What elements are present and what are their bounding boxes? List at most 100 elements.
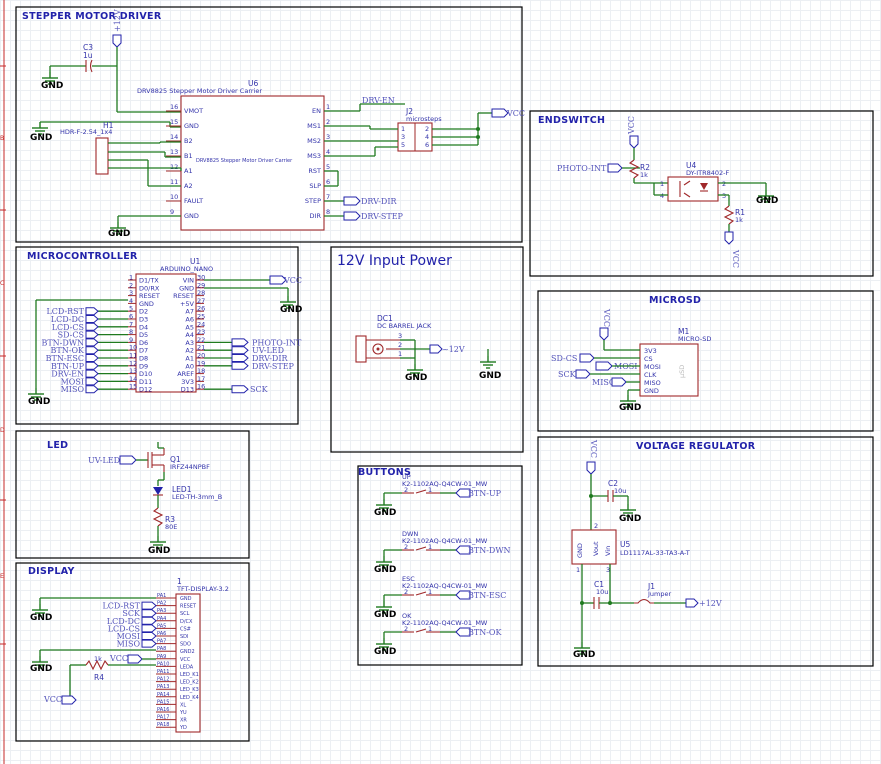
component-ref: U6: [248, 79, 258, 88]
microsd-m1[interactable]: M1 MICRO-SD 3V3 CS MOSI CLK MISO GND μSD: [639, 327, 711, 397]
led-led1[interactable]: LED1 LED-TH-3mm_B: [153, 485, 222, 501]
gnd-label: GND: [573, 650, 595, 660]
frame-voltage-regulator[interactable]: VOLTAGE REGULATOR: [537, 436, 874, 667]
pin-number: 2: [404, 486, 408, 494]
gnd-label: GND: [28, 397, 50, 407]
net-drv-step[interactable]: DRV-STEP: [324, 211, 404, 221]
net-port[interactable]: [85, 369, 99, 378]
frame-12v-input-power[interactable]: 12V Input Power: [330, 246, 524, 453]
net-port[interactable]: [141, 639, 157, 648]
header-h1[interactable]: H1 HDR-F-2.54_1x4: [60, 121, 182, 187]
pin-label: +5V: [180, 300, 195, 308]
resistor-r1[interactable]: R1 1k: [723, 205, 745, 225]
net-drv-dir[interactable]: DRV-DIR: [324, 196, 397, 206]
component-value: ARDUINO_NANO: [160, 265, 213, 273]
resistor-r4[interactable]: R4 1k: [85, 655, 109, 682]
net-port[interactable]: [85, 315, 99, 323]
capacitor-c3[interactable]: C3 1u GND: [41, 43, 117, 91]
frame-stepper-motor-driver[interactable]: STEPPER MOTOR DRIVER: [15, 6, 523, 243]
pin-label: FAULT: [184, 197, 203, 205]
frame-microcontroller[interactable]: MICROCONTROLLER: [15, 246, 299, 425]
pin-label: Vin: [604, 546, 612, 556]
frame-display[interactable]: DISPLAY: [15, 562, 250, 742]
pin-number: 18: [197, 367, 205, 375]
jumper-j1[interactable]: J1 Jumper: [634, 582, 671, 604]
net-port[interactable]: [141, 624, 157, 633]
pin-label: SCL: [180, 611, 190, 617]
microsd-wiring: VCC SD-CS MOSI SCK MISO GND: [551, 308, 641, 413]
component-ref: Q1: [170, 455, 181, 464]
net-port[interactable]: [141, 632, 157, 640]
jumper-j2[interactable]: J2 microsteps 1 3 5 2 4 6 VCC: [324, 107, 525, 157]
frame-buttons[interactable]: BUTTONS: [357, 465, 523, 666]
gnd-label: GND: [374, 647, 396, 657]
net-drv-en[interactable]: DRV-EN: [324, 96, 405, 112]
net-label: VCC: [283, 276, 302, 285]
net-port[interactable]: [85, 361, 99, 370]
net-port[interactable]: [141, 616, 157, 625]
pin-number: 14: [170, 133, 178, 141]
net-port[interactable]: [85, 330, 99, 339]
net-port[interactable]: [231, 346, 249, 355]
gnd-label: GND: [280, 305, 302, 315]
supply-label: +12V: [113, 9, 122, 32]
driver-u6[interactable]: U6 DRV8825 Stepper Motor Driver Carrier …: [137, 79, 334, 231]
net-port[interactable]: [455, 545, 471, 555]
pin-number: 8: [129, 328, 133, 336]
pin-label: GND2: [180, 649, 195, 655]
pin-label: XR: [180, 718, 187, 724]
capacitor-c1[interactable]: C1 10u: [593, 580, 608, 609]
net-port[interactable]: [85, 338, 99, 347]
frame-microsd[interactable]: MICROSD: [537, 290, 874, 432]
component-ref: U1: [190, 257, 200, 266]
barrel-jack-dc1[interactable]: DC1 DC BARREL JACK 3 2 1: [355, 314, 432, 363]
net-label: BTN-OK: [468, 628, 502, 637]
net-port[interactable]: [455, 590, 471, 600]
capacitor-c2[interactable]: C2 10u: [607, 479, 626, 502]
resistor-r2[interactable]: R2 1k: [628, 159, 650, 179]
net-port[interactable]: [85, 385, 99, 394]
net-port[interactable]: [231, 338, 249, 347]
net-port[interactable]: [85, 307, 99, 316]
net-port[interactable]: [141, 601, 157, 610]
net-port[interactable]: [141, 609, 157, 618]
pin-number: 19: [197, 359, 205, 367]
component-value: MICRO-SD: [678, 335, 711, 343]
net-port[interactable]: [85, 346, 99, 355]
photo-interrupter-u4[interactable]: U4 DY-ITR8402-F 1 4 2 3: [660, 161, 729, 202]
pin-number: 3: [401, 133, 405, 141]
net-port[interactable]: [85, 322, 99, 331]
pin-label: GND: [644, 387, 659, 395]
pin-label: AREF: [177, 370, 194, 378]
mosfet-q1[interactable]: Q1 IRFZ44NPBF: [147, 448, 210, 472]
net-label: +12V: [699, 599, 722, 608]
pin-number: PA14: [157, 692, 169, 698]
regulator-u5[interactable]: U5 LD1117AL-33-TA3-A-T GND Vout Vin 2 1 …: [571, 522, 690, 574]
frame-led[interactable]: LED: [15, 430, 250, 559]
net-port[interactable]: [455, 488, 471, 498]
net-port[interactable]: [231, 361, 249, 370]
net-port[interactable]: [455, 627, 471, 637]
gnd-label: GND: [756, 196, 778, 206]
sheet-ruler: B C D E: [0, 0, 6, 764]
pin-label: D2: [139, 308, 148, 316]
pin-label: STEP: [305, 197, 321, 205]
frame-endswitch[interactable]: ENDSWITCH: [529, 110, 874, 277]
pin-label: A2: [184, 182, 193, 190]
net-port[interactable]: [85, 354, 99, 362]
pin-number: 6: [425, 141, 429, 149]
net-port[interactable]: [231, 385, 249, 394]
resistor-r3[interactable]: R3 80E: [152, 507, 177, 531]
pin-number: 24: [197, 320, 205, 328]
net-label: SD-CS: [58, 331, 84, 340]
net-port[interactable]: [231, 354, 249, 362]
component-value: IRFZ44NPBF: [170, 463, 210, 471]
pin-label: D9: [139, 362, 148, 370]
net-port[interactable]: [85, 377, 99, 386]
